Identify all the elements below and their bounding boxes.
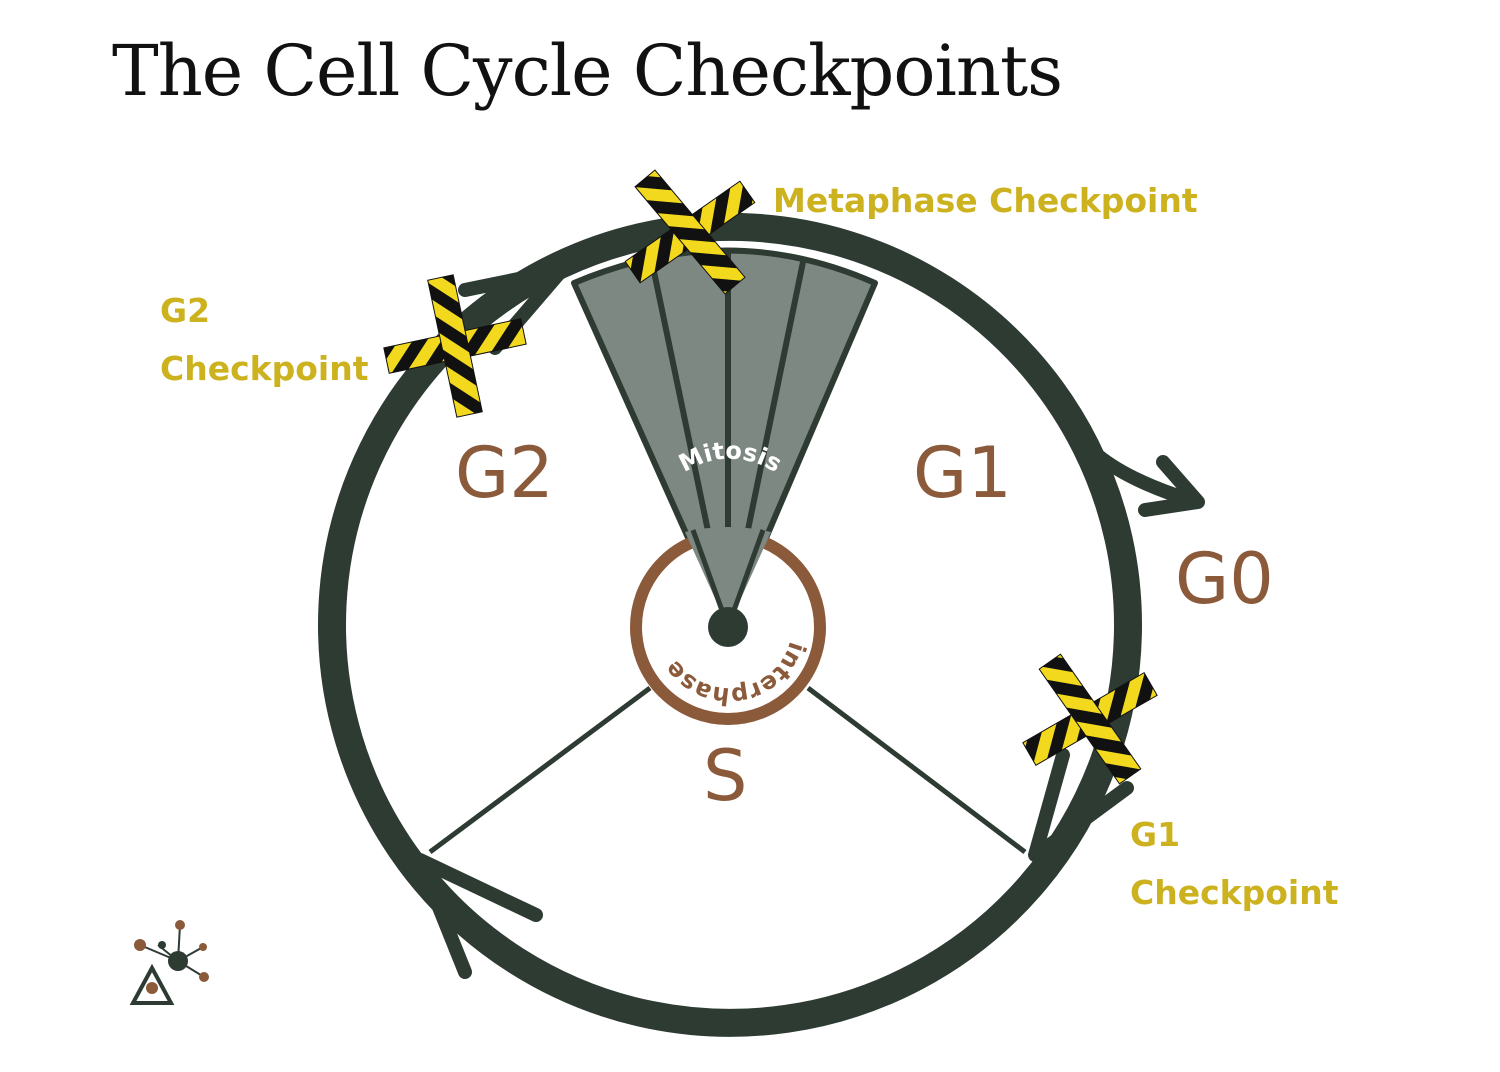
- g2-checkpoint-line2: Checkpoint: [160, 349, 369, 388]
- metaphase-checkpoint-text: Metaphase Checkpoint: [773, 181, 1198, 220]
- g2-checkpoint-label: G2 Checkpoint: [160, 282, 368, 398]
- g2-checkpoint-x-icon: [383, 274, 527, 418]
- interphase-ring: [630, 527, 826, 725]
- cycle-ring: [318, 212, 1143, 1037]
- page-title: The Cell Cycle Checkpoints: [112, 30, 1063, 112]
- metaphase-checkpoint-x-icon: [624, 169, 756, 295]
- g1-checkpoint-label: G1 Checkpoint: [1130, 806, 1338, 922]
- g2-checkpoint-line1: G2: [160, 291, 211, 330]
- phase-label-s: S: [703, 735, 747, 817]
- interphase-dividers: [428, 685, 1027, 855]
- phase-label-g0: G0: [1175, 538, 1274, 620]
- center-dot: [708, 607, 748, 647]
- g1-checkpoint-line1: G1: [1130, 815, 1181, 854]
- g1-checkpoint-line2: Checkpoint: [1130, 873, 1339, 912]
- g1-checkpoint-x-icon: [1022, 653, 1158, 785]
- phase-label-g1: G1: [913, 432, 1012, 514]
- g0-exit-arrow-icon: [1065, 418, 1205, 517]
- metaphase-checkpoint-label: Metaphase Checkpoint: [773, 172, 1198, 230]
- phase-label-g2: G2: [455, 432, 554, 514]
- logo-icon: [129, 920, 209, 1005]
